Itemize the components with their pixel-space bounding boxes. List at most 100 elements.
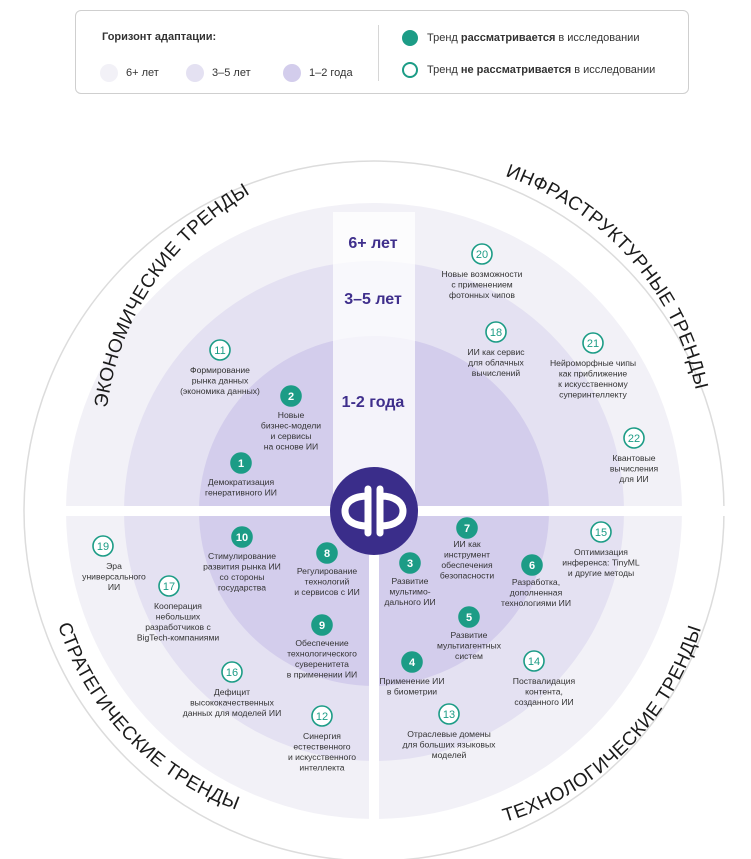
trend-label-line: генеративного ИИ [205, 488, 277, 498]
trend-label-line: (экономика данных) [180, 386, 260, 396]
trend-node-9: 9Обеспечениетехнологическогосуверенитета… [287, 614, 358, 680]
trend-number: 17 [163, 581, 175, 593]
trend-label-line: вычисления [610, 464, 659, 474]
trend-label-line: Отраслевые домены [407, 729, 491, 739]
trend-label-line: Обеспечение [295, 638, 349, 648]
trend-label-line: безопасности [440, 571, 495, 581]
trend-label-line: Новые возможности [442, 269, 523, 279]
trend-number: 5 [466, 612, 472, 624]
trend-label-line: развития рынка ИИ [203, 562, 281, 572]
outline-circle-icon [623, 427, 645, 449]
trend-label-line: фотонных чипов [449, 290, 515, 300]
trend-label-line: в применении ИИ [287, 670, 358, 680]
trend-number: 3 [407, 558, 413, 570]
divider-vertical [369, 516, 379, 859]
outline-circle-icon [523, 650, 545, 672]
trend-label-line: Развитие [451, 630, 488, 640]
trend-label-line: моделей [432, 750, 467, 760]
trend-label-line: для облачных [468, 358, 524, 368]
trend-label-line: мультимо- [389, 587, 430, 597]
horizon-3-5-label: 3–5 лет [212, 67, 251, 79]
outline-circle-icon [582, 332, 604, 354]
legend-not-considered: Тренд не рассматривается в исследовании [402, 62, 655, 78]
outline-circle-icon [311, 705, 333, 727]
trend-number: 2 [288, 391, 294, 403]
trend-number: 11 [214, 345, 225, 357]
trend-number: 16 [226, 667, 238, 679]
trend-label-line: вычислений [472, 368, 521, 378]
ring-label-6plus: 6+ лет [348, 235, 397, 252]
legend-considered: Тренд рассматривается в исследовании [402, 30, 639, 46]
horizon-1-2-swatch [283, 64, 301, 82]
trend-label-line: разработчиков с [145, 622, 211, 632]
trend-label-line: данных для моделей ИИ [183, 708, 282, 718]
horizon-3-5-swatch [186, 64, 204, 82]
trend-label-line: высококачественных [190, 698, 274, 708]
trend-label-line: Оптимизация [574, 547, 628, 557]
trend-label-line: Развитие [392, 576, 429, 586]
filled-circle-icon [401, 651, 423, 673]
trend-label-line: инференса: TinyML [562, 558, 640, 568]
trend-label-line: Формирование [190, 365, 250, 375]
outline-circle-icon [158, 575, 180, 597]
legend-divider [378, 25, 379, 81]
trend-label-line: Стимулирование [208, 551, 276, 561]
trend-label-line: обеспечения [441, 560, 493, 570]
trend-label-line: Новые [278, 410, 305, 420]
trend-label-line: ИИ как [453, 539, 480, 549]
trend-label-line: естественного [293, 742, 350, 752]
ring-label-1-2: 1-2 года [342, 394, 405, 411]
filled-circle-icon [521, 554, 543, 576]
trend-number: 15 [595, 527, 607, 539]
outline-circle-icon [485, 321, 507, 343]
trend-number: 21 [587, 338, 599, 350]
trend-label-line: универсального [82, 572, 146, 582]
trend-label-line: на основе ИИ [264, 442, 319, 452]
trend-label-line: со стороны [220, 572, 265, 582]
trend-number: 18 [490, 327, 502, 339]
trend-label-line: Нейроморфные чипы [550, 358, 636, 368]
filled-circle-icon [399, 552, 421, 574]
trend-label-line: контента, [525, 687, 563, 697]
trend-number: 20 [476, 249, 488, 261]
trend-label-line: Применение ИИ [379, 676, 444, 686]
trend-label-line: ИИ [108, 582, 120, 592]
trend-label-line: суперинтеллекту [559, 390, 627, 400]
trend-label-line: дополненная [510, 588, 563, 598]
filled-circle-icon [316, 542, 338, 564]
trend-label-line: в биометрии [387, 687, 437, 697]
trend-label-line: Поствалидация [513, 676, 576, 686]
legend-considered-bold: рассматривается [460, 32, 556, 44]
filled-circle-icon [402, 30, 418, 46]
trend-number: 22 [628, 433, 640, 445]
trend-label-line: с применением [451, 280, 512, 290]
outline-circle-icon [402, 62, 418, 78]
legend-horizon-1-2: 1–2 года [283, 64, 353, 82]
outline-circle-icon [438, 703, 460, 725]
trend-label-line: Регулирование [297, 566, 358, 576]
trend-label-line: Разработка, [512, 577, 560, 587]
trend-number: 4 [409, 657, 416, 669]
trend-label-line: Синергия [303, 731, 341, 741]
trend-label-line: мультиагентных [437, 641, 502, 651]
trend-label-line: как приближение [559, 369, 628, 379]
legend-title: Горизонт адаптации: [102, 31, 217, 43]
horizon-6plus-swatch [100, 64, 118, 82]
legend-considered-post: в исследовании [558, 32, 640, 44]
